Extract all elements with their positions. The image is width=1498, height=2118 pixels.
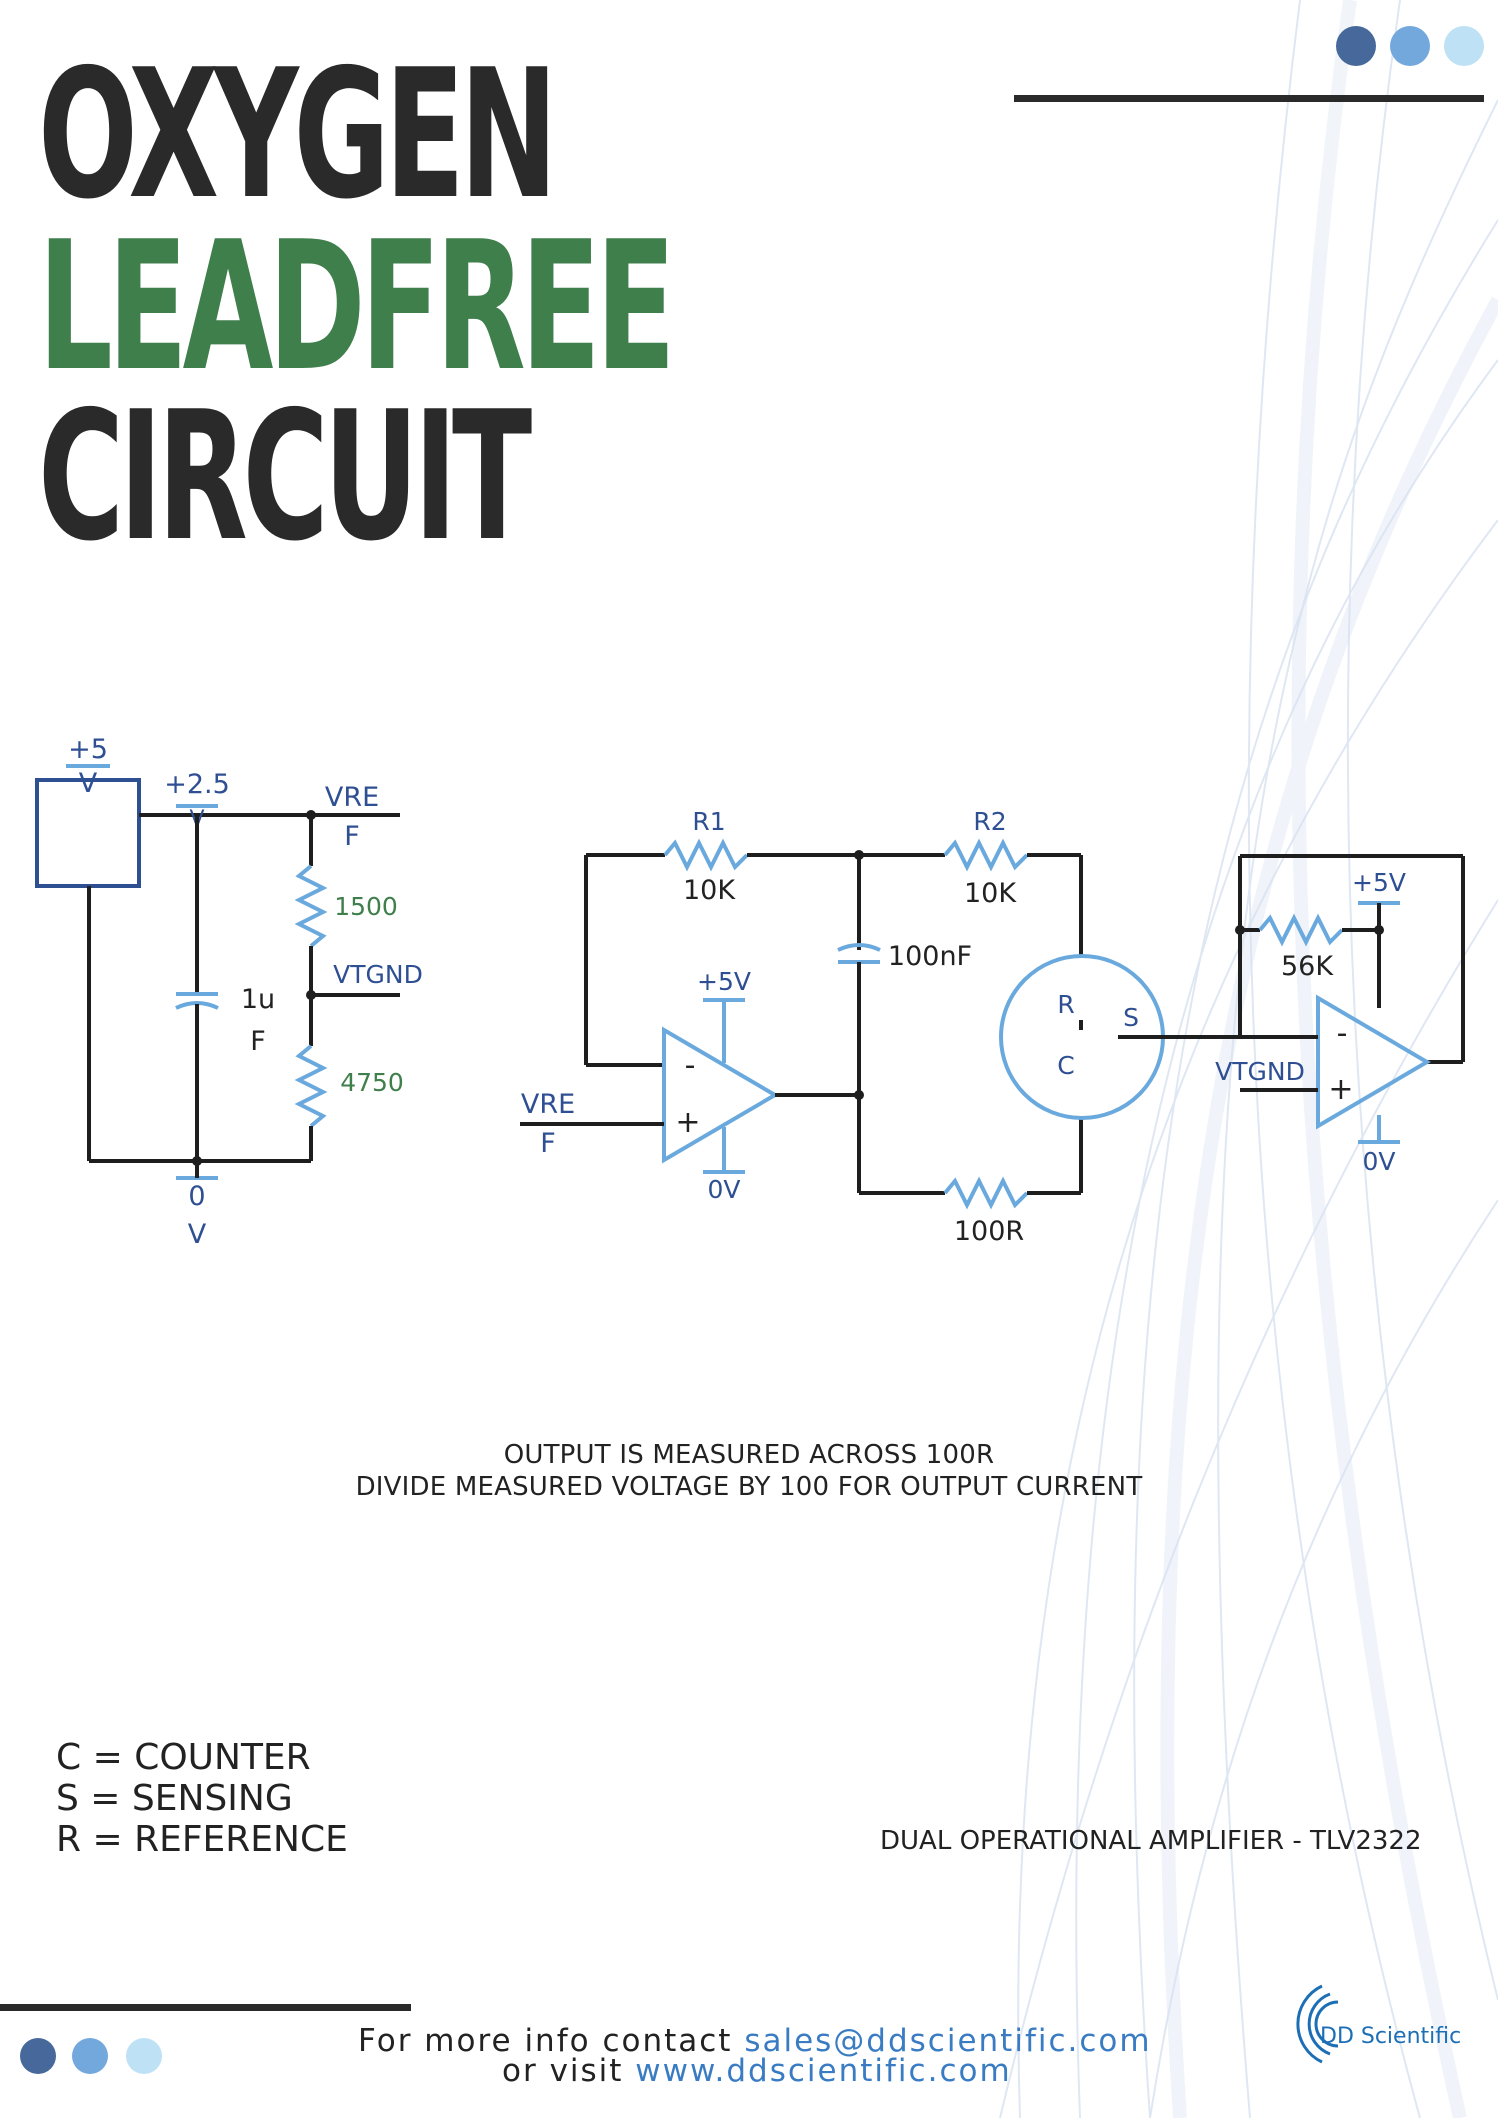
bottom-rule bbox=[0, 2004, 411, 2011]
svg-text:1u: 1u bbox=[241, 984, 275, 1015]
svg-text:VTGND: VTGND bbox=[333, 960, 423, 989]
website-line: or visit www.ddscientific.com bbox=[502, 2053, 1498, 2089]
left-reference-circuit: +5 V +2.5 V 1u F 0 V VRE F 1500 bbox=[35, 734, 423, 1250]
email-link[interactable]: sales@ddscientific.com bbox=[744, 2023, 1152, 2059]
svg-text:F: F bbox=[250, 1026, 266, 1057]
website-prefix: or visit bbox=[502, 2053, 636, 2089]
legend-counter: C = COUNTER bbox=[56, 1737, 311, 1778]
svg-text:R: R bbox=[1057, 990, 1074, 1019]
svg-text:1500: 1500 bbox=[334, 892, 398, 921]
svg-text:+5: +5 bbox=[68, 734, 108, 765]
decor-dot-dark bbox=[1336, 26, 1376, 66]
legend-reference: R = REFERENCE bbox=[56, 1819, 348, 1860]
svg-text:S: S bbox=[1123, 1003, 1139, 1032]
svg-text:F: F bbox=[540, 1128, 556, 1159]
svg-text:R2: R2 bbox=[973, 807, 1006, 836]
svg-text:-: - bbox=[685, 1048, 696, 1083]
svg-text:V: V bbox=[79, 768, 98, 799]
website-link[interactable]: www.ddscientific.com bbox=[635, 2053, 1012, 2089]
dd-scientific-logo-icon bbox=[1296, 1984, 1339, 2064]
svg-text:+5V: +5V bbox=[1352, 868, 1406, 897]
circuit-schematic: +5 V +2.5 V 1u F 0 V VRE F 1500 bbox=[35, 734, 1465, 1250]
contact-prefix: For more info contact bbox=[358, 2023, 745, 2059]
svg-text:+: + bbox=[675, 1105, 700, 1140]
contact-line: For more info contact sales@ddscientific… bbox=[358, 2023, 1458, 2059]
decor-dot-mid bbox=[1390, 26, 1430, 66]
svg-text:+5V: +5V bbox=[697, 967, 751, 996]
svg-text:100nF: 100nF bbox=[888, 941, 972, 972]
svg-text:+2.5: +2.5 bbox=[164, 769, 230, 800]
decor-dot-light bbox=[1444, 26, 1484, 66]
footer-dot-dark bbox=[20, 2038, 56, 2074]
logo-wordmark: DD Scientific bbox=[1320, 2024, 1462, 2049]
svg-text:F: F bbox=[344, 821, 360, 852]
title-line-circuit: CIRCUIT bbox=[38, 373, 532, 580]
top-rule bbox=[1014, 95, 1484, 102]
svg-text:10K: 10K bbox=[683, 875, 736, 906]
svg-text:V: V bbox=[188, 1219, 207, 1250]
svg-text:0: 0 bbox=[188, 1181, 205, 1212]
svg-text:100R: 100R bbox=[954, 1216, 1024, 1247]
right-amplifier-circuit: 56K +5V - + VTGND 0V bbox=[1215, 854, 1465, 1176]
svg-text:0V: 0V bbox=[707, 1175, 740, 1204]
svg-text:0V: 0V bbox=[1362, 1147, 1395, 1176]
legend-sensing: S = SENSING bbox=[56, 1778, 293, 1819]
svg-text:-: - bbox=[1337, 1016, 1348, 1051]
svg-text:VRE: VRE bbox=[521, 1089, 575, 1120]
note-line-1: OUTPUT IS MEASURED ACROSS 100R bbox=[503, 1440, 995, 1470]
svg-text:4750: 4750 bbox=[340, 1068, 404, 1097]
svg-text:+: + bbox=[1328, 1072, 1353, 1107]
title-line-leadfree: LEADFREE bbox=[38, 203, 676, 410]
svg-text:VTGND: VTGND bbox=[1215, 1057, 1305, 1086]
svg-text:10K: 10K bbox=[964, 878, 1017, 909]
middle-potentiostat-circuit: R1 10K R2 10K 100nF - + +5V 0V VRE bbox=[520, 807, 1240, 1247]
svg-text:C: C bbox=[1057, 1051, 1074, 1080]
amplifier-part-label: DUAL OPERATIONAL AMPLIFIER - TLV2322 bbox=[880, 1826, 1422, 1856]
footer-dot-light bbox=[126, 2038, 162, 2074]
svg-text:R1: R1 bbox=[692, 807, 725, 836]
footer-dot-mid bbox=[72, 2038, 108, 2074]
title-line-oxygen: OXYGEN bbox=[38, 31, 558, 238]
svg-text:56K: 56K bbox=[1281, 951, 1334, 982]
svg-text:VRE: VRE bbox=[325, 782, 379, 813]
note-line-2: DIVIDE MEASURED VOLTAGE BY 100 FOR OUTPU… bbox=[355, 1472, 1143, 1502]
